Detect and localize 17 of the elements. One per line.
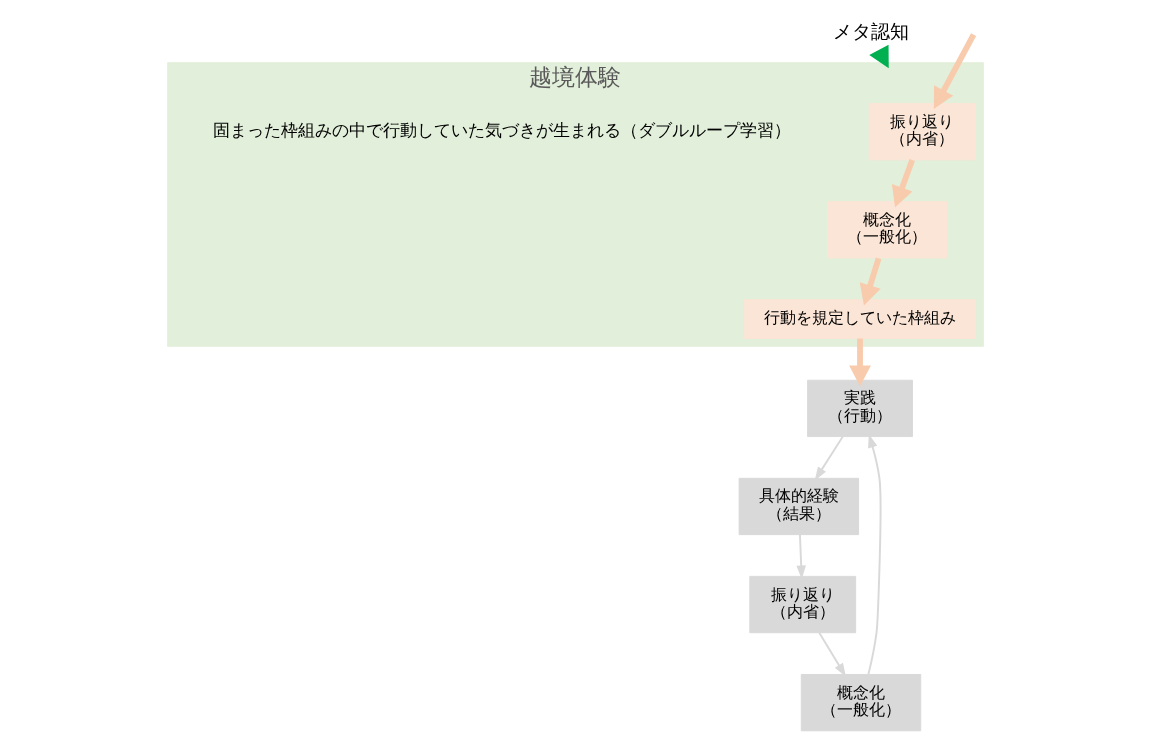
node-box: 概念化 （一般化） xyxy=(826,201,947,259)
arrow xyxy=(817,631,846,677)
label: 固まった枠組みの中で行動していた気づきが生まれる（ダブルループ学習） xyxy=(212,119,791,140)
node-box: 行動を規定していた枠組み xyxy=(743,299,976,339)
arrow xyxy=(848,338,871,387)
node-text: メタ認知 xyxy=(832,20,909,44)
node-box: 振り返り （内省） xyxy=(748,575,856,634)
arrow xyxy=(868,44,889,69)
arrow xyxy=(933,33,976,109)
arrow xyxy=(866,434,881,676)
arrow xyxy=(891,158,915,208)
arrow xyxy=(814,435,844,481)
node-box: 概念化 （一般化） xyxy=(800,674,921,732)
node-box: 振り返り （内省） xyxy=(868,103,976,161)
node-box: 実践 （行動） xyxy=(806,379,913,438)
node-box: 具体的経験 （結果） xyxy=(738,477,859,536)
arrow xyxy=(859,257,881,306)
